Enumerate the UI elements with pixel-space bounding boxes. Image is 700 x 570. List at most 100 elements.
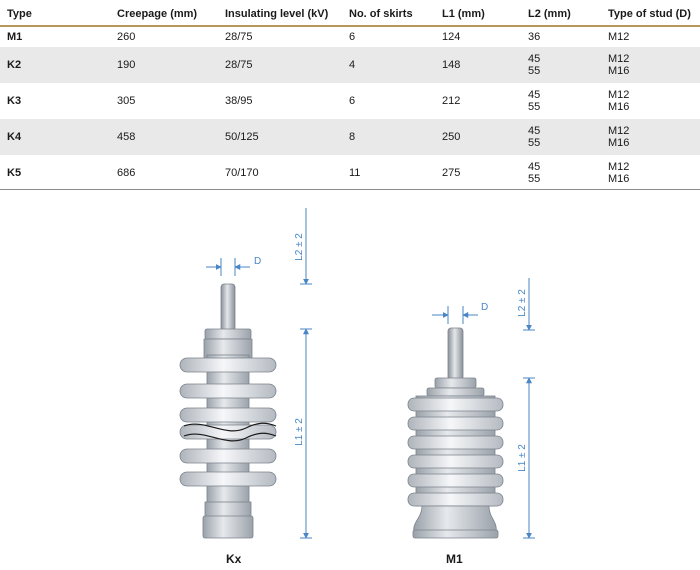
cell-l2: 45 55 — [528, 125, 540, 149]
cell-l2-value: 45 — [528, 89, 541, 101]
cell-stud-value: M12 — [608, 125, 630, 137]
cell-stud-value: M16 — [608, 65, 630, 77]
cell-l1: 212 — [442, 95, 461, 107]
m1-skirt — [407, 416, 504, 431]
kx-break-line — [183, 422, 277, 432]
cell-creepage: 190 — [117, 59, 136, 71]
cell-stud-value: M16 — [608, 101, 630, 113]
cell-creepage: 686 — [117, 167, 136, 179]
kx-caption: Kx — [226, 552, 242, 566]
kx-skirt — [179, 424, 277, 440]
cell-type: M1 — [7, 31, 23, 43]
table-header-row: Type Creepage (mm) Insulating level (kV)… — [0, 0, 700, 27]
table-bottom-rule — [0, 189, 700, 190]
m1-skirt — [407, 473, 504, 488]
kx-skirt — [179, 448, 277, 464]
m1-d-label: D — [481, 302, 488, 313]
cell-l2: 36 — [528, 31, 541, 43]
m1-skirt — [407, 454, 504, 469]
cell-insulating: 28/75 — [225, 31, 253, 43]
kx-skirt — [179, 383, 277, 399]
m1-base — [413, 505, 497, 533]
cell-l2-value: 55 — [528, 173, 541, 185]
cell-stud-value: M12 — [608, 53, 630, 65]
m1-insulator — [407, 327, 504, 539]
cell-l2: 45 55 — [528, 53, 540, 77]
cell-l1: 275 — [442, 167, 461, 179]
m1-stud — [447, 327, 464, 381]
cell-stud-value: M12 — [608, 89, 630, 101]
col-insulating: Insulating level (kV) — [225, 8, 329, 20]
table-row: K4 458 50/125 8 250 45 55 M12 M16 — [0, 119, 700, 155]
cell-insulating: 50/125 — [225, 131, 259, 143]
kx-stud — [220, 283, 236, 332]
cell-type: K3 — [7, 95, 22, 107]
m1-skirt — [407, 435, 504, 450]
cell-skirts: 11 — [349, 167, 361, 179]
col-skirts: No. of skirts — [349, 8, 413, 20]
cell-stud: M12 M16 — [608, 53, 629, 77]
cell-type: K4 — [7, 131, 22, 143]
cell-type: K2 — [7, 59, 22, 71]
cell-stud: M12 M16 — [608, 161, 629, 185]
kx-skirt — [179, 471, 277, 487]
cell-creepage: 305 — [117, 95, 136, 107]
cell-stud: M12 — [608, 31, 630, 43]
m1-skirt — [407, 397, 504, 412]
m1-skirt — [407, 492, 504, 507]
table-row: M1 260 28/75 6 124 36 M12 — [0, 27, 700, 47]
col-type: Type — [7, 8, 32, 20]
kx-l2-label: L2 ± 2 — [294, 233, 305, 261]
kx-insulator — [179, 283, 277, 539]
m1-collar — [426, 387, 485, 397]
insulator-drawings: D L2 ± 2 L1 ± 2 D L2 ± 2 L1 — [179, 208, 535, 539]
kx-break-line — [183, 432, 277, 442]
table-row: K2 190 28/75 4 148 45 55 M12 M16 — [0, 47, 700, 83]
m1-core — [415, 395, 496, 507]
cell-insulating: 70/170 — [225, 167, 259, 179]
cell-creepage: 458 — [117, 131, 136, 143]
kx-skirt — [179, 407, 277, 423]
cell-creepage: 260 — [117, 31, 136, 43]
col-stud: Type of stud (D) — [608, 8, 691, 20]
m1-cap — [434, 377, 477, 389]
kx-cap — [204, 328, 252, 340]
cell-stud-value: M16 — [608, 173, 630, 185]
cell-l2-value: 55 — [528, 65, 541, 77]
m1-dimensions: D L2 ± 2 L1 ± 2 — [432, 278, 535, 539]
cell-l1: 250 — [442, 131, 461, 143]
cell-skirts: 8 — [349, 131, 356, 143]
cell-skirts: 6 — [349, 31, 356, 43]
m1-foot — [412, 529, 499, 539]
kx-l1-label: L1 ± 2 — [294, 418, 305, 446]
m1-l2-label: L2 ± 2 — [517, 289, 528, 317]
cell-l2-value: 55 — [528, 101, 541, 113]
cell-skirts: 6 — [349, 95, 356, 107]
cell-l1: 148 — [442, 59, 461, 71]
cell-insulating: 28/75 — [225, 59, 253, 71]
col-l1: L1 (mm) — [442, 8, 485, 20]
m1-caption: M1 — [446, 552, 463, 566]
kx-base — [204, 501, 252, 519]
cell-l2: 45 55 — [528, 161, 540, 185]
cell-l2-value: 45 — [528, 53, 541, 65]
table-row: K5 686 70/170 11 275 45 55 M12 M16 — [0, 155, 700, 191]
col-l2: L2 (mm) — [528, 8, 571, 20]
cell-insulating: 38/95 — [225, 95, 253, 107]
cell-skirts: 4 — [349, 59, 356, 71]
kx-skirt — [179, 357, 277, 373]
cell-l2-value: 45 — [528, 161, 541, 173]
cell-l1: 124 — [442, 31, 461, 43]
cell-type: K5 — [7, 167, 22, 179]
cell-stud: M12 M16 — [608, 89, 629, 113]
kx-dimensions: D L2 ± 2 L1 ± 2 — [206, 208, 312, 539]
spec-table: Type Creepage (mm) Insulating level (kV)… — [0, 0, 700, 191]
table-row: K3 305 38/95 6 212 45 55 M12 M16 — [0, 83, 700, 119]
cell-stud-value: M16 — [608, 137, 630, 149]
cell-l2: 45 55 — [528, 89, 540, 113]
kx-foot — [202, 515, 254, 539]
cell-stud-value: M12 — [608, 161, 630, 173]
cell-stud: M12 M16 — [608, 125, 629, 149]
m1-l1-label: L1 ± 2 — [517, 444, 528, 472]
cell-l2-value: 45 — [528, 125, 541, 137]
